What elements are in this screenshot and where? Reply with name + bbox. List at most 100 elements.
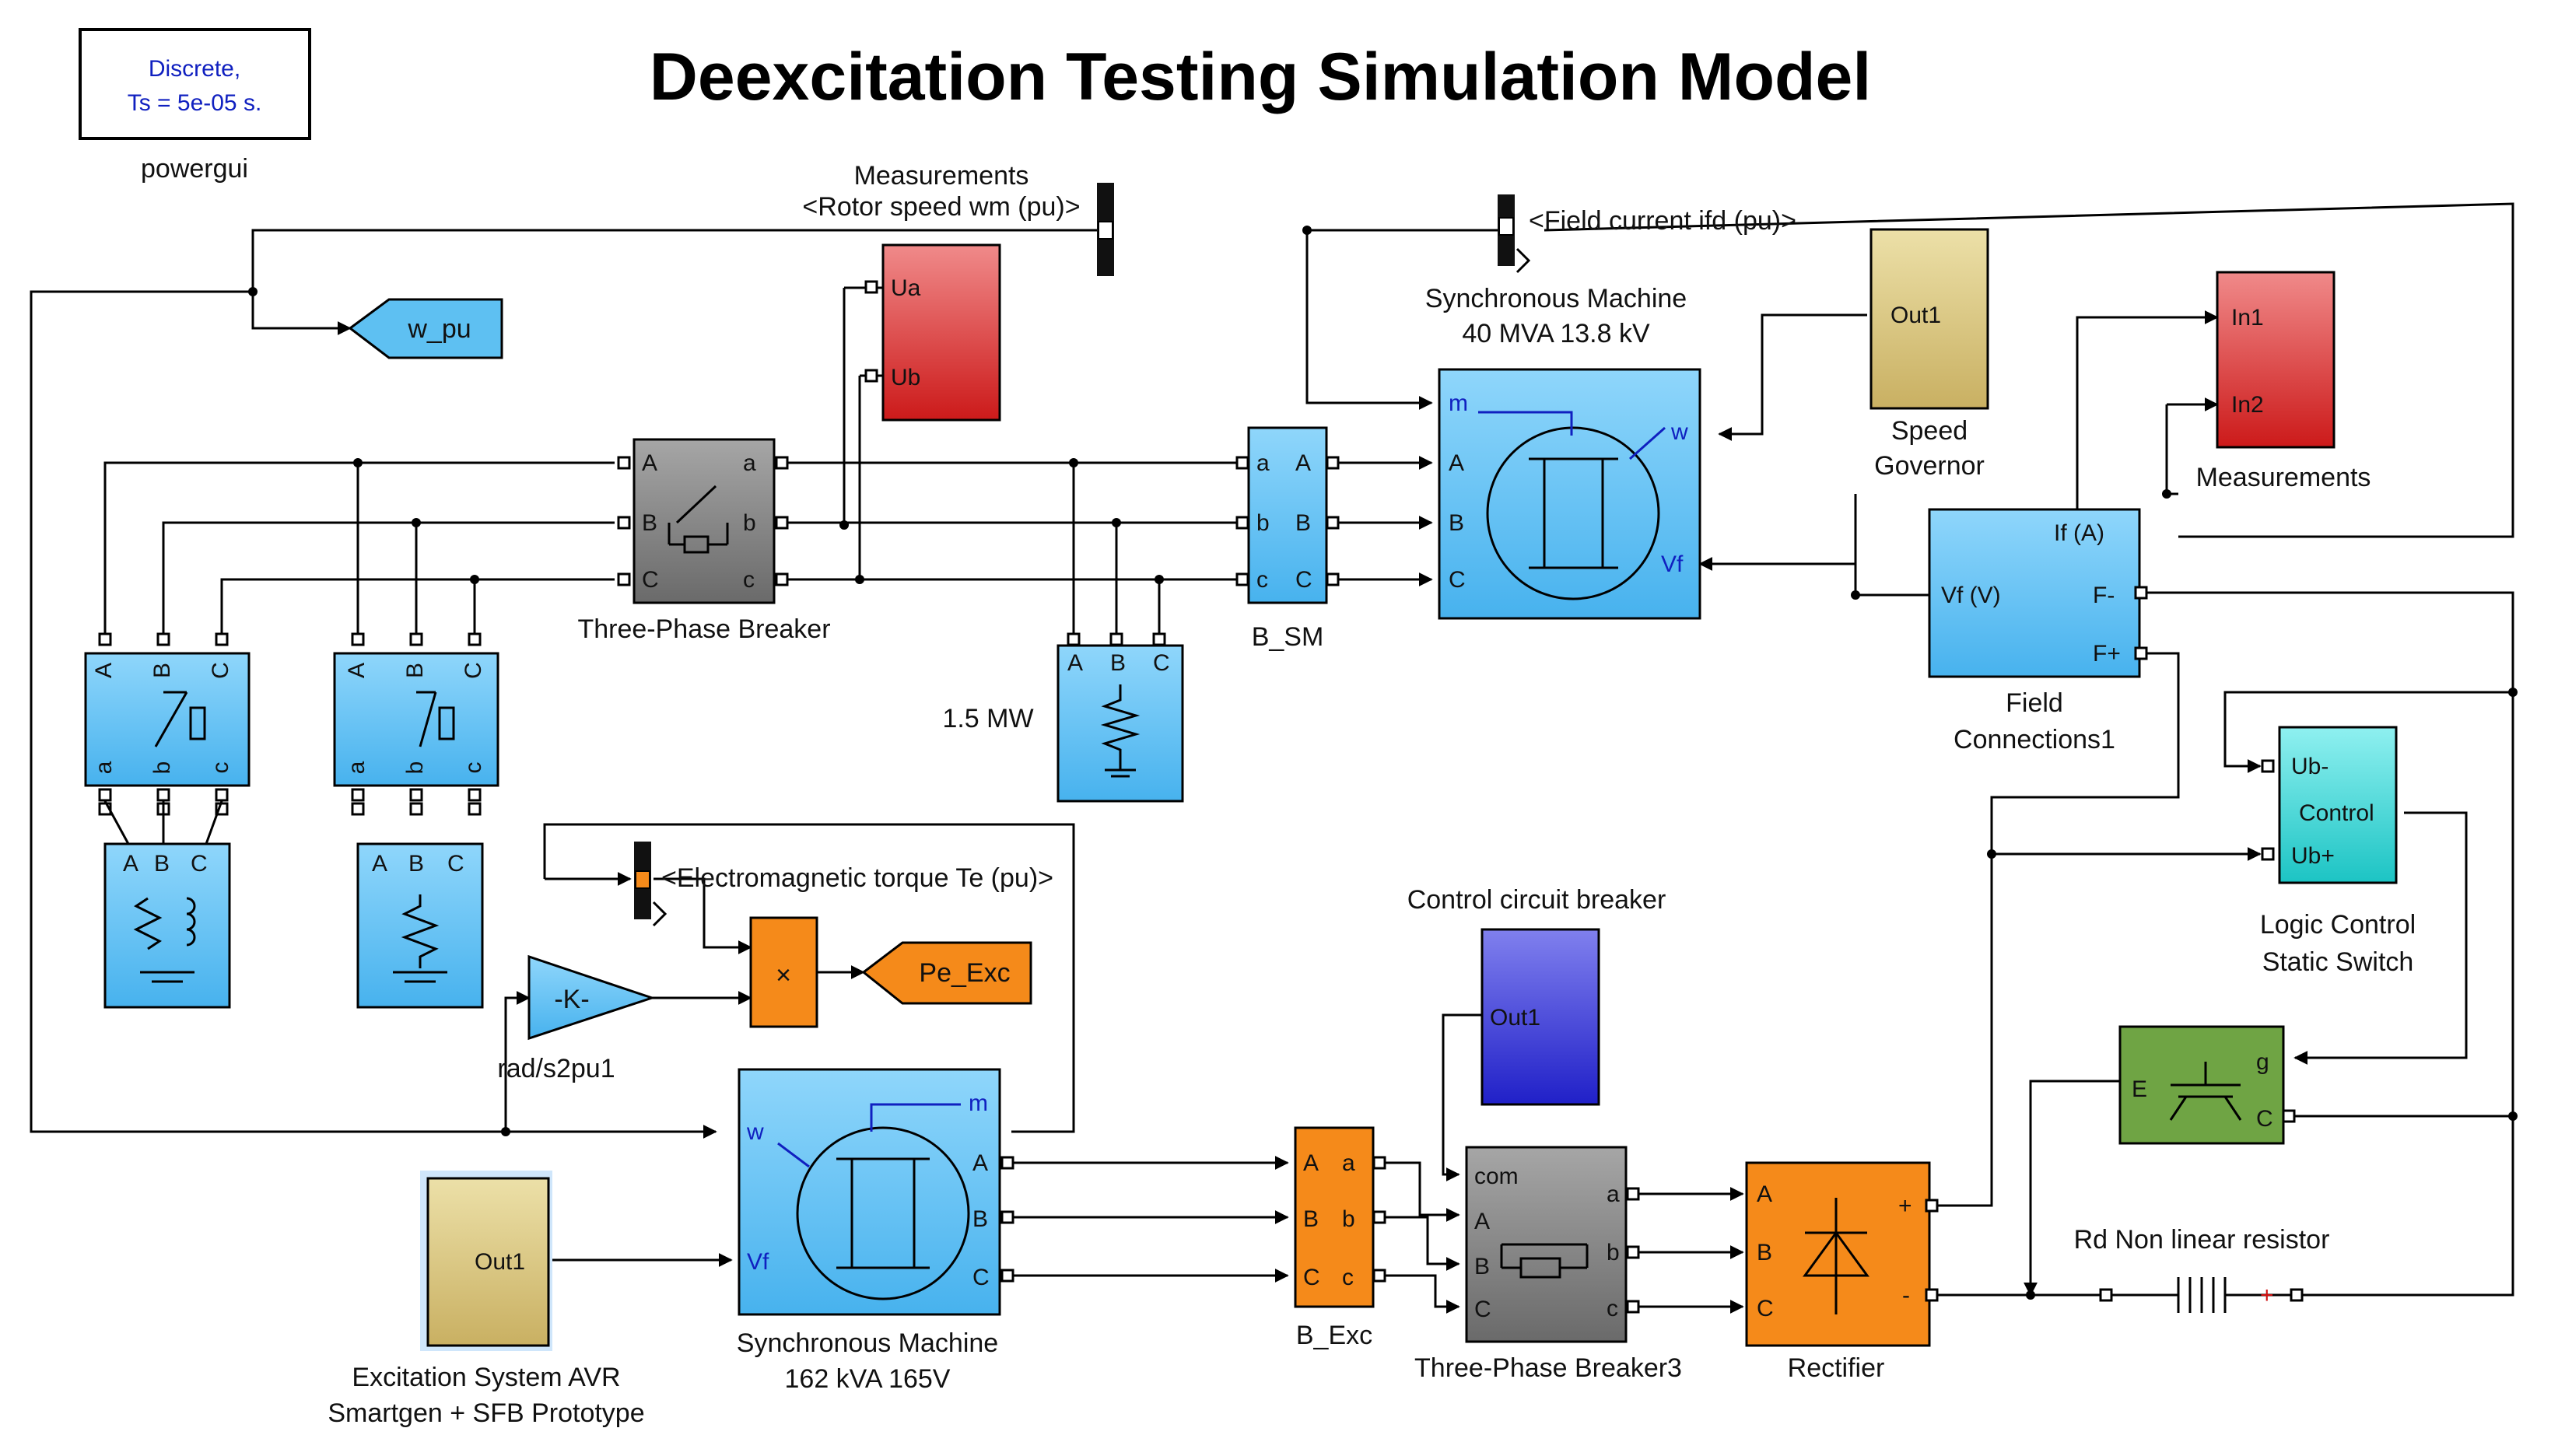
breaker-switch-icon — [668, 485, 729, 554]
br3-A: A — [1474, 1209, 1490, 1234]
bexc-b: b — [1342, 1206, 1355, 1232]
sm-big-port-B: B — [1449, 510, 1464, 536]
logic-control-block[interactable]: Ub- Control Ub+ — [2261, 726, 2398, 884]
bexc-c: c — [1342, 1265, 1354, 1290]
powergui-label: powergui — [141, 154, 248, 184]
scope-ua-ub[interactable]: Ua Ub — [864, 243, 1001, 422]
speed-governor-block[interactable]: Out1 — [1869, 228, 1989, 410]
resistor-bars-icon — [2177, 1277, 2291, 1313]
igbt-port-g: g — [2256, 1049, 2269, 1075]
three-phase-breaker[interactable]: A B C a b c — [617, 438, 789, 604]
bus-selector-torque[interactable] — [634, 842, 668, 927]
left-load-r[interactable]: A B C — [351, 802, 484, 1009]
resistor-icon — [1100, 684, 1141, 770]
sm-small-port-w: w — [746, 1119, 764, 1145]
powergui-line2: Ts = 5e-05 s. — [128, 90, 262, 116]
powergui-block[interactable]: Discrete, Ts = 5e-05 s. — [79, 28, 311, 140]
breaker3-switch-icon — [1500, 1243, 1589, 1279]
left-breaker-1[interactable]: A B C a b c — [84, 632, 251, 802]
rectifier-block[interactable]: A B C + - — [1745, 1161, 1939, 1347]
scope-ua-port: Ua — [891, 275, 921, 301]
breaker-port-c: c — [743, 567, 755, 593]
avr-label2: Smartgen + SFB Prototype — [328, 1398, 644, 1428]
ll1-A: A — [123, 851, 138, 877]
goto-pe-exc[interactable]: Pe_Exc — [861, 941, 1032, 1005]
lb2-B: B — [402, 663, 428, 678]
bexc-C: C — [1303, 1265, 1320, 1290]
switch-icon — [154, 691, 206, 747]
field-current-label: <Field current ifd (pu)> — [1529, 206, 1796, 236]
breaker-port-a: a — [743, 450, 756, 476]
speed-gov-label2: Governor — [1874, 451, 1985, 481]
bsm-port-B: B — [1295, 510, 1311, 536]
synchronous-machine-162kva[interactable]: w Vf m A B C — [738, 1068, 1014, 1316]
left-breaker-2[interactable]: A B C a b c — [333, 632, 499, 802]
load-1-5mw[interactable]: A B C — [1056, 632, 1184, 803]
field-connections-block[interactable]: If (A) Vf (V) F- F+ — [1928, 508, 2148, 678]
breaker-port-A: A — [642, 450, 657, 476]
br3-label: Three-Phase Breaker3 — [1414, 1353, 1682, 1383]
sm-big-port-m: m — [1449, 390, 1468, 416]
sm-small-label1: Synchronous Machine — [737, 1328, 998, 1358]
ll1-C: C — [191, 851, 208, 877]
b-sm-block[interactable]: a b c A B C — [1235, 426, 1340, 604]
bexc-A: A — [1303, 1150, 1319, 1176]
br3-com: com — [1474, 1164, 1519, 1189]
igbt-port-E: E — [2132, 1076, 2147, 1102]
nonlinear-resistor[interactable]: + — [2099, 1277, 2304, 1313]
rlc-icon — [133, 897, 196, 983]
resistor-plus: + — [2260, 1283, 2274, 1308]
b-exc-block[interactable]: A B C a b c — [1294, 1126, 1386, 1308]
breaker-label: Three-Phase Breaker — [577, 614, 830, 644]
left-load-rlc[interactable]: A B C — [98, 800, 231, 1009]
product-symbol: × — [776, 961, 791, 990]
junction-dots — [248, 226, 2518, 1300]
logic-control-port: Control — [2299, 800, 2374, 826]
sm-big-port-A: A — [1449, 450, 1464, 476]
synchronous-machine-40mva[interactable]: m A B C w Vf — [1438, 368, 1701, 620]
sm-big-label2: 40 MVA 13.8 kV — [1462, 319, 1650, 348]
lb1-c: c — [208, 762, 233, 774]
gain-block[interactable]: -K- — [527, 954, 656, 1041]
three-phase-breaker3[interactable]: com A B C a b c — [1465, 1146, 1640, 1343]
bsm-port-a: a — [1256, 450, 1270, 476]
diode-icon — [1803, 1198, 1869, 1314]
bsm-label: B_SM — [1252, 622, 1324, 652]
excitation-avr-block[interactable]: Out1 — [420, 1171, 552, 1351]
sm-big-label1: Synchronous Machine — [1425, 284, 1687, 313]
scope-measurements[interactable]: In1 In2 — [2216, 271, 2335, 449]
field-label1: Field — [2006, 688, 2063, 718]
sm-small-port-vf: Vf — [747, 1249, 769, 1275]
bus-selector-rotor-speed[interactable] — [1097, 183, 1114, 276]
bexc-a: a — [1342, 1150, 1355, 1176]
powergui-line1: Discrete, — [149, 56, 240, 82]
rect-label: Rectifier — [1788, 1353, 1885, 1383]
goto-pe-text: Pe_Exc — [919, 958, 1010, 988]
igbt-port-C: C — [2256, 1106, 2273, 1132]
ctrl-cb-out: Out1 — [1490, 1005, 1540, 1031]
field-label2: Connections1 — [1954, 725, 2115, 754]
load-port-B: B — [1110, 650, 1126, 676]
rect-C: C — [1757, 1296, 1774, 1321]
control-circuit-breaker[interactable]: Out1 — [1480, 928, 1600, 1106]
gain-label: rad/s2pu1 — [497, 1054, 615, 1083]
product-block[interactable]: × — [749, 916, 818, 1028]
scope-measurements-label: Measurements — [2196, 463, 2371, 492]
igbt-switch[interactable]: E g C — [2118, 1025, 2296, 1145]
breaker-port-B: B — [642, 510, 657, 536]
goto-w-pu[interactable]: w_pu — [348, 298, 503, 359]
sm-big-port-vf: Vf — [1661, 551, 1684, 577]
lb1-A: A — [91, 663, 117, 678]
scope-in1-port: In1 — [2231, 305, 2264, 331]
bsm-port-C: C — [1295, 567, 1312, 593]
load-label: 1.5 MW — [942, 704, 1033, 733]
bus-selector-field-current[interactable] — [1498, 194, 1531, 274]
machine-icon — [1486, 426, 1660, 600]
lb2-C: C — [461, 662, 486, 679]
lb1-a: a — [91, 761, 117, 774]
sm-big-port-w: w — [1670, 419, 1688, 445]
ll2-C: C — [447, 851, 464, 877]
sm-small-port-C: C — [972, 1265, 990, 1290]
lb1-b: b — [149, 761, 175, 775]
